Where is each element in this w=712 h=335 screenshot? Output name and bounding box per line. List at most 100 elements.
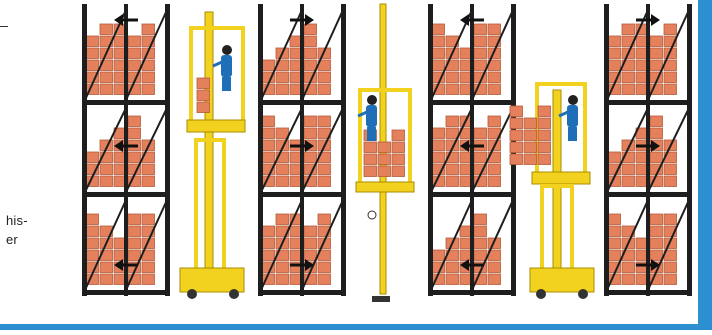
box [197, 102, 210, 113]
box [262, 60, 275, 71]
box [304, 226, 317, 237]
box [510, 142, 523, 153]
caption-rule [0, 26, 8, 27]
rack-beam [604, 100, 692, 105]
box [304, 152, 317, 163]
box [488, 116, 501, 127]
box [318, 274, 331, 285]
box [304, 238, 317, 249]
operator-legs [222, 77, 231, 91]
rack-upright [604, 4, 609, 296]
box [650, 128, 663, 139]
box [446, 274, 459, 285]
box [318, 84, 331, 95]
box [650, 48, 663, 59]
box [474, 226, 487, 237]
box [608, 250, 621, 261]
operator-arm [213, 62, 222, 66]
operator-body [567, 105, 578, 127]
box [142, 214, 155, 225]
rack-upright [124, 4, 128, 296]
box [510, 154, 523, 165]
box [488, 274, 501, 285]
box [510, 118, 523, 129]
box [142, 176, 155, 187]
box [650, 60, 663, 71]
box [488, 164, 501, 175]
box [474, 128, 487, 139]
box [276, 164, 289, 175]
rack-upright [428, 4, 433, 296]
box [100, 164, 113, 175]
box [378, 154, 391, 165]
rack-upright [258, 4, 263, 296]
rack-beam [82, 192, 170, 197]
box [197, 78, 210, 89]
box [474, 36, 487, 47]
box [608, 152, 621, 163]
box [432, 24, 445, 35]
box [474, 214, 487, 225]
box [128, 250, 141, 261]
box [100, 24, 113, 35]
box [364, 142, 377, 153]
mast [553, 90, 561, 290]
box [510, 130, 523, 141]
box [474, 48, 487, 59]
chassis [530, 268, 594, 292]
box [622, 72, 635, 83]
box [622, 262, 635, 273]
order-picker-center [356, 4, 414, 302]
operator-head [222, 45, 232, 55]
box [128, 36, 141, 47]
box [538, 118, 551, 129]
box [392, 142, 405, 153]
box [86, 214, 99, 225]
box [474, 238, 487, 249]
box [262, 116, 275, 127]
box [142, 164, 155, 175]
box [318, 116, 331, 127]
operator-head [367, 95, 377, 105]
box [318, 262, 331, 273]
box [262, 238, 275, 249]
box [432, 48, 445, 59]
box [664, 24, 677, 35]
wheel [187, 289, 197, 299]
box [524, 142, 537, 153]
box [608, 238, 621, 249]
box [432, 128, 445, 139]
wheel [229, 289, 239, 299]
rack-beam [428, 100, 516, 105]
box [432, 36, 445, 47]
rack-beam [258, 290, 346, 295]
box [664, 214, 677, 225]
bottom-color-strip [0, 324, 712, 330]
box [538, 130, 551, 141]
box [488, 84, 501, 95]
box [304, 36, 317, 47]
box [100, 274, 113, 285]
guide-wheel [368, 211, 376, 219]
box [318, 72, 331, 83]
box [86, 60, 99, 71]
rack-beam [258, 192, 346, 197]
box [392, 154, 405, 165]
box [262, 128, 275, 139]
box [262, 152, 275, 163]
box [622, 84, 635, 95]
box [100, 84, 113, 95]
rack-beam [428, 192, 516, 197]
chassis [180, 268, 244, 292]
box [608, 48, 621, 59]
box [664, 262, 677, 273]
box [262, 250, 275, 261]
box [304, 48, 317, 59]
box [276, 262, 289, 273]
box [608, 36, 621, 47]
rack-upright [82, 4, 87, 296]
box [276, 128, 289, 139]
box [128, 128, 141, 139]
box [128, 152, 141, 163]
